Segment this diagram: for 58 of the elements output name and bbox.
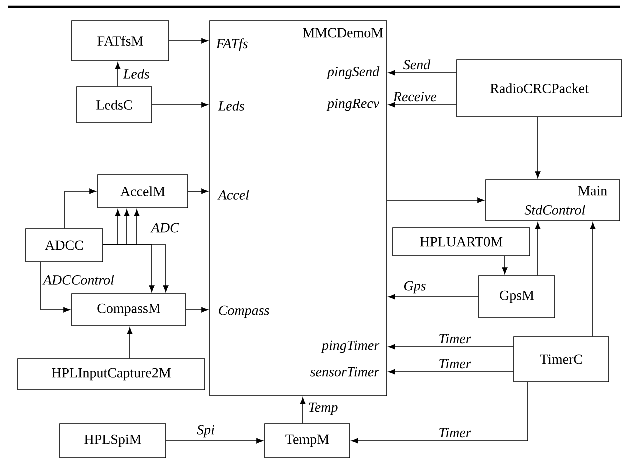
component-box: CompassM [72, 294, 186, 326]
edge-label: Timer [440, 334, 472, 344]
component-box: ADCC [26, 228, 104, 262]
arrow [388, 369, 514, 375]
component-box: HPLSpiM [60, 424, 166, 458]
port-label: Compass [219, 306, 270, 318]
component-box: LedsC [76, 86, 152, 124]
arrow [169, 38, 208, 44]
component-box: AccelM [98, 174, 188, 208]
arrow [535, 117, 541, 178]
port-label: MMCDemoM [303, 28, 384, 38]
arrow [388, 70, 457, 76]
arrow [300, 398, 306, 424]
arrow [166, 438, 264, 444]
arrow [127, 328, 133, 359]
component-box: TempM [264, 424, 350, 458]
port-label: Main [578, 186, 608, 196]
arrow [502, 256, 508, 274]
port-label: Leds [218, 101, 244, 111]
arrow [590, 222, 596, 337]
arrow [115, 62, 121, 87]
component-box: TimerC [514, 336, 610, 382]
port-label: pingSend [326, 66, 380, 80]
component-box: GpsM [478, 276, 556, 318]
edge-label: ADC [150, 223, 180, 233]
edge-label: Temp [309, 402, 338, 416]
port-label: pingRecv [326, 98, 380, 112]
arrow [152, 102, 208, 108]
arrow [103, 244, 169, 292]
component-box: RadioCRCPacket [456, 60, 622, 118]
edge-label: ADCControl [42, 275, 114, 285]
edge-label: Spi [197, 425, 215, 438]
arrow [352, 382, 528, 444]
arrow [40, 262, 70, 313]
arrow [388, 102, 457, 108]
component-box: HPLUART0M [392, 228, 530, 256]
port-label: StdControl [524, 205, 586, 215]
component-box: FATfsM [72, 20, 170, 62]
port-label: pingTimer [321, 340, 380, 354]
arrow [388, 294, 479, 300]
edge-label: Timer [440, 428, 472, 438]
edge-label: Leds [123, 69, 150, 79]
port-label: FATfs [216, 38, 248, 52]
arrow [535, 222, 541, 276]
arrow [64, 188, 96, 229]
edge-label: Timer [440, 359, 472, 369]
arrow [188, 188, 208, 194]
port-label: sensorTimer [310, 367, 380, 377]
edge-label: Send [404, 60, 431, 70]
arrow [387, 198, 484, 204]
arrow [186, 307, 208, 313]
arrow [388, 344, 514, 350]
component-box [210, 20, 388, 396]
port-label: Accel [218, 190, 250, 200]
component-box: HPLInputCapture2M [18, 358, 206, 390]
edge-label: Gps [404, 281, 426, 294]
component-box [486, 180, 620, 222]
edge-label: Receive [393, 92, 437, 102]
